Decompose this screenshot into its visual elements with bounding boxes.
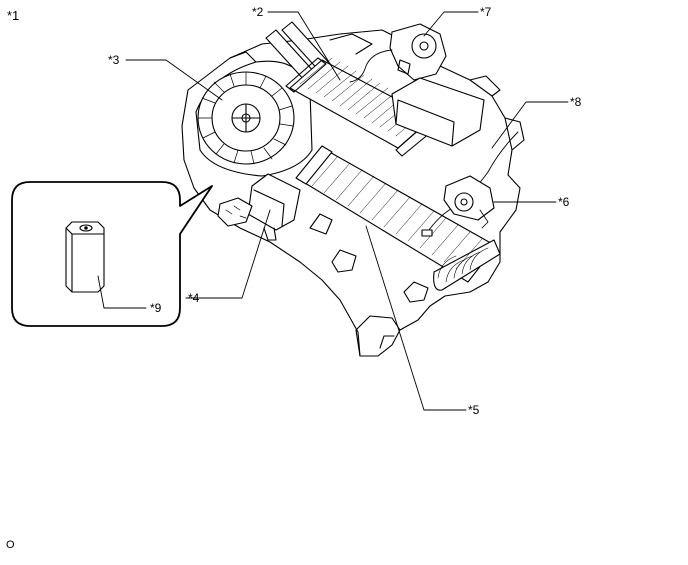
servo-motor-gear bbox=[411, 33, 437, 59]
servo-motor-bracket bbox=[397, 59, 411, 75]
expansion-valve bbox=[65, 221, 105, 293]
figure-id-label: *1 bbox=[7, 8, 20, 23]
evaporator-header-tank bbox=[295, 145, 333, 185]
mode-servo-motor-gear bbox=[454, 192, 474, 212]
housing-lower-duct bbox=[355, 315, 401, 357]
evaporator-fins bbox=[311, 155, 483, 270]
leader-line-3 bbox=[125, 59, 223, 101]
callout-label-7: *7 bbox=[480, 5, 492, 19]
evaporator-temperature-sensor bbox=[421, 229, 433, 237]
figure-footer-code: O bbox=[6, 539, 15, 551]
callout-label-9: *9 bbox=[150, 301, 162, 315]
housing-ridge bbox=[469, 75, 501, 97]
housing-upper-box-edge bbox=[395, 99, 455, 147]
leader-line-7 bbox=[423, 11, 479, 37]
expansion-valve-top bbox=[65, 227, 105, 293]
evaporator-bottom-tank bbox=[433, 239, 501, 291]
mode-servo-motor bbox=[443, 175, 495, 221]
resistor-face bbox=[253, 189, 285, 227]
blower-fan-blades bbox=[197, 71, 294, 165]
servo-motor-wire bbox=[349, 49, 393, 83]
callout-label-4: *4 bbox=[188, 291, 200, 305]
housing-ridge bbox=[329, 33, 373, 55]
callout-label-6: *6 bbox=[558, 195, 570, 209]
resistor-terminal bbox=[263, 227, 277, 241]
leader-line-9 bbox=[97, 275, 147, 309]
leader-line-4 bbox=[185, 209, 271, 299]
heater-core-end-tank bbox=[285, 57, 327, 93]
callout-label-3: *3 bbox=[108, 53, 120, 67]
detail-callout-bubble bbox=[11, 181, 213, 327]
housing-side-flange bbox=[309, 213, 333, 235]
leader-line-8 bbox=[491, 101, 569, 149]
mode-servo-motor-gear-center bbox=[460, 198, 468, 206]
mode-servo-motor-link bbox=[479, 209, 489, 229]
housing-side-flange bbox=[331, 249, 357, 273]
callout-label-8: *8 bbox=[570, 95, 582, 109]
housing-lower-duct bbox=[379, 335, 395, 349]
resistor-connector-pins bbox=[225, 205, 247, 219]
housing-side-flange bbox=[403, 281, 429, 303]
air-mix-servo-motor bbox=[389, 23, 447, 81]
expansion-valve-port-dot bbox=[84, 226, 88, 230]
leader-line-2 bbox=[267, 11, 341, 81]
resistor-connector bbox=[217, 197, 253, 227]
leader-line-5 bbox=[365, 225, 467, 411]
callout-label-5: *5 bbox=[468, 403, 480, 417]
evaporator-tubes bbox=[437, 247, 489, 283]
callout-leader-lines bbox=[97, 11, 569, 411]
callout-label-2: *2 bbox=[252, 5, 264, 19]
servo-motor-gear-center bbox=[419, 41, 429, 51]
